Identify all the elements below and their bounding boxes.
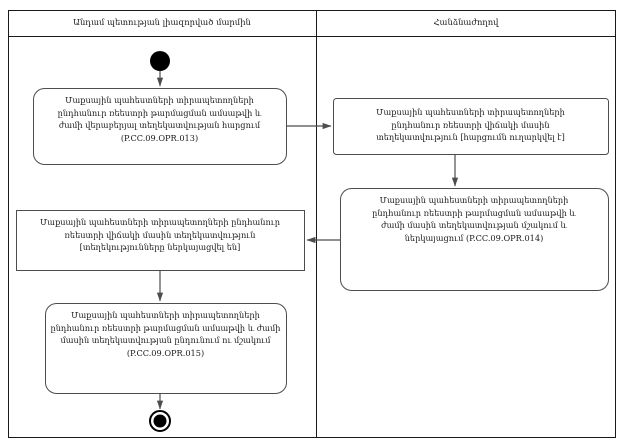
- start-node[interactable]: [150, 51, 170, 71]
- activity-1-shape[interactable]: [33, 88, 287, 165]
- object-2-shape[interactable]: [16, 210, 305, 271]
- activity-3-shape[interactable]: [45, 303, 287, 394]
- lane-title-member-state: Անդամ պետության լիազորված մարմին: [73, 17, 251, 27]
- object-1-shape[interactable]: [333, 98, 609, 155]
- flow-edges: [156, 71, 459, 410]
- lane-title-commission: Հանձնաժողով: [433, 17, 499, 27]
- node-shapes: [16, 51, 609, 432]
- activity-2-shape[interactable]: [340, 188, 609, 291]
- end-node[interactable]: [149, 410, 171, 432]
